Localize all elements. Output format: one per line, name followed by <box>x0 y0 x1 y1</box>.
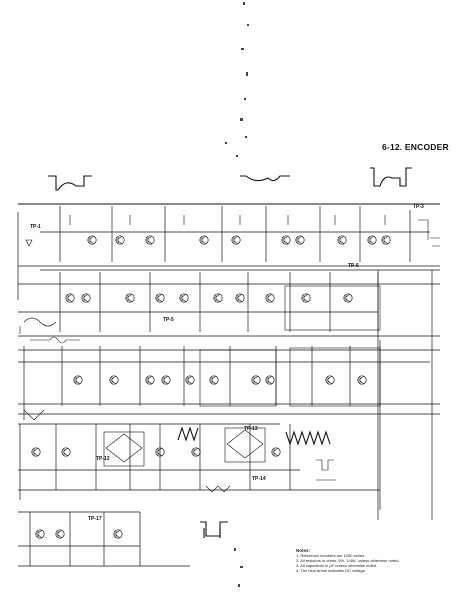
test-point-label: TP-5 <box>163 317 174 323</box>
test-point-label: TP-1 <box>30 224 41 230</box>
stage-row-4 <box>18 340 381 510</box>
transistor-row-2 <box>65 293 353 303</box>
scan-artifacts <box>225 2 249 587</box>
transistor-row-3 <box>73 375 367 385</box>
section-heading: 6-12. ENCODER <box>382 142 449 152</box>
waveform-3 <box>370 167 412 187</box>
test-point-label: TP-14 <box>252 476 266 482</box>
note-item: 4. The blue arrow indicates DC voltage. <box>296 568 366 573</box>
note-item: 3. All capacitors in μF unless otherwise… <box>296 563 378 568</box>
test-point-label: TP-12 <box>96 456 110 462</box>
transistor-row-4 <box>31 447 281 539</box>
stage-row-2 <box>18 272 440 337</box>
waveform-5 <box>285 430 331 446</box>
bridge-block <box>224 427 266 463</box>
diode-bridge-1 <box>105 433 143 463</box>
note-item: 1. Reference numbers are 1000 series. <box>296 553 366 558</box>
waveform-group-top <box>48 167 412 191</box>
diode-bridge-2 <box>226 429 264 459</box>
notes-title: Notes: <box>296 548 311 553</box>
notes-block: Notes: 1. Reference numbers are 1000 ser… <box>296 548 446 573</box>
transistor-row-1 <box>87 235 391 245</box>
test-point-label: TP-3 <box>413 204 424 210</box>
test-point-label: TP-13 <box>244 426 258 432</box>
sub-block-outline <box>199 349 277 407</box>
waveform-2 <box>240 175 290 182</box>
sub-block-outline <box>284 285 381 331</box>
test-point-label: TP-17 <box>88 516 102 522</box>
bridge-block <box>103 431 145 467</box>
sub-block-outline <box>289 347 381 407</box>
waveform-6 <box>200 521 228 537</box>
note-item: 2. All resistors in ohms, 5%, 1/4W, unle… <box>296 558 400 563</box>
stage-row-3 <box>18 336 440 420</box>
waveform-4 <box>177 426 199 442</box>
waveform-1 <box>48 175 92 191</box>
stage-row-5 <box>18 511 228 567</box>
stage-row-1 <box>17 206 440 300</box>
